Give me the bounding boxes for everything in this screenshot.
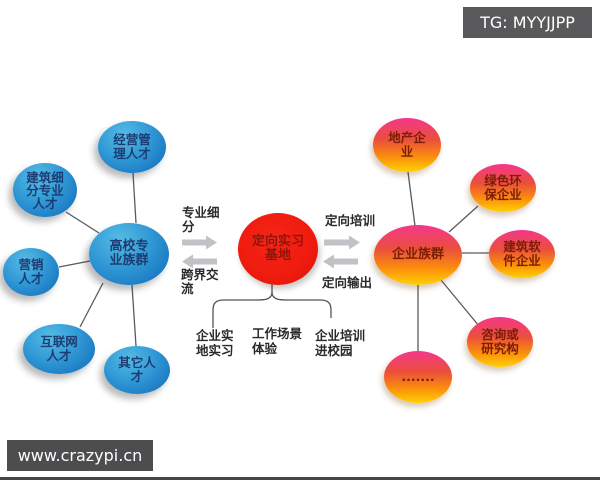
flow-label-directed-training: 定向培训 bbox=[325, 213, 376, 228]
node-real-estate-label: 地产企 业 bbox=[388, 130, 426, 159]
node-other-talent: 其它人 才 bbox=[104, 346, 170, 394]
edge-marketing-to-hub bbox=[58, 260, 91, 268]
node-etc: ....... bbox=[384, 351, 452, 403]
node-internet-talent-label: 互联网 人才 bbox=[40, 334, 78, 363]
node-real-estate-enterprise: 地产企 业 bbox=[373, 118, 441, 172]
edge-management-to-hub bbox=[132, 172, 137, 224]
program-enterprise-training-on-campus: 企业培训 进校园 bbox=[315, 328, 366, 358]
hub-university-professional-group: 高校专 业族群 bbox=[89, 223, 169, 285]
node-green-environment-enterprise: 绿色环 保企业 bbox=[470, 164, 536, 212]
node-marketing-talent: 营销 人才 bbox=[3, 248, 59, 296]
node-etc-label: ....... bbox=[401, 369, 435, 384]
node-construction-software-enterprise: 建筑软 件企业 bbox=[489, 230, 555, 278]
tg-banner-label: TG: MYYJJPP bbox=[480, 13, 575, 32]
flow-label-professional-subdivision: 专业细 分 bbox=[182, 205, 220, 234]
hub-enterprise-group: 企业族群 bbox=[374, 225, 462, 285]
node-consulting-research-institute: 咨询或 研究构 bbox=[467, 317, 533, 367]
arrow-left-left-gap bbox=[182, 254, 217, 269]
edge-construction-to-hub bbox=[65, 211, 100, 234]
node-construction-subdivision-talent: 建筑细 分专业 人才 bbox=[13, 163, 77, 217]
node-management-talent-label: 经营管 理人才 bbox=[113, 132, 151, 161]
node-construction-software-label: 建筑软 件企业 bbox=[503, 239, 541, 268]
arrow-right-left-gap bbox=[182, 235, 217, 250]
watermark-bar: www.crazypi.cn bbox=[7, 440, 153, 471]
bracket-connector bbox=[212, 284, 332, 328]
tg-banner: TG: MYYJJPP bbox=[463, 7, 592, 38]
node-internet-talent: 互联网 人才 bbox=[23, 324, 95, 374]
hub-university-label: 高校专 业族群 bbox=[109, 239, 149, 268]
node-management-talent: 经营管 理人才 bbox=[98, 121, 166, 173]
node-marketing-talent-label: 营销 人才 bbox=[18, 257, 44, 286]
arrow-right-right-gap bbox=[324, 235, 360, 250]
node-green-environment-label: 绿色环 保企业 bbox=[484, 173, 522, 202]
program-onsite-internship: 企业实 地实习 bbox=[196, 328, 234, 358]
program-work-scene-experience: 工作场景 体验 bbox=[252, 326, 303, 356]
watermark-label: www.crazypi.cn bbox=[17, 446, 143, 465]
hub-enterprise-label: 企业族群 bbox=[391, 247, 444, 262]
arrow-left-right-gap bbox=[323, 254, 358, 269]
hub-internship-base-label: 定向实习 基地 bbox=[251, 234, 304, 263]
edge-realestate-to-hub bbox=[407, 171, 416, 227]
node-consulting-research-label: 咨询或 研究构 bbox=[481, 327, 519, 356]
node-construction-subdivision-talent-label: 建筑细 分专业 人才 bbox=[26, 169, 64, 211]
edge-hub-to-other bbox=[131, 284, 137, 347]
bottom-edge-strip bbox=[0, 477, 600, 480]
flow-label-directed-output: 定向输出 bbox=[322, 275, 373, 290]
hub-internship-base: 定向实习 基地 bbox=[238, 213, 318, 285]
node-other-talent-label: 其它人 才 bbox=[118, 355, 156, 384]
edge-green-to-hub bbox=[448, 205, 479, 233]
flow-label-cross-border-exchange: 跨界交 流 bbox=[181, 267, 219, 296]
edge-internet-to-hub bbox=[79, 282, 104, 328]
